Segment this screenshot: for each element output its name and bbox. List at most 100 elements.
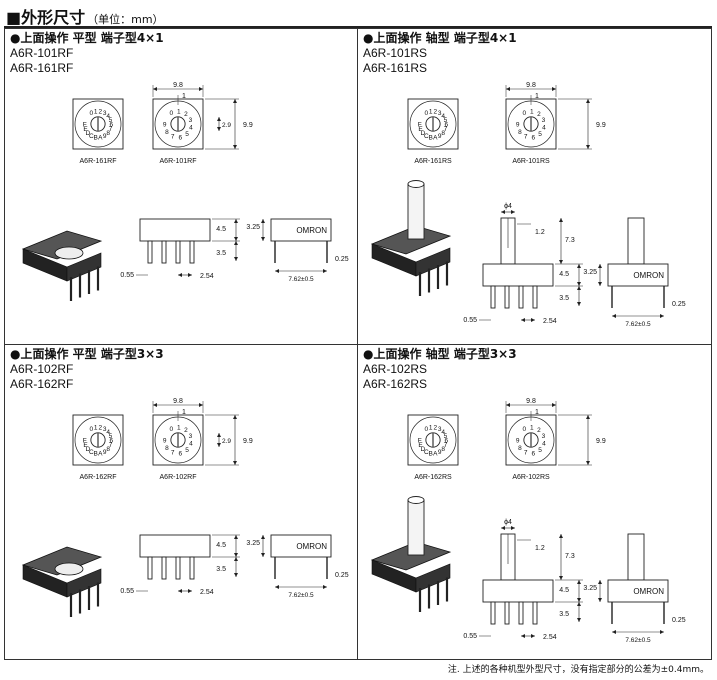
dim-pin-width: 0.55	[463, 633, 477, 640]
hex-dial-digit: E	[83, 126, 88, 133]
dec-dial-digit: 0	[170, 426, 174, 433]
hex-dial-digit: 5	[444, 433, 448, 440]
arrow-head	[521, 318, 535, 322]
hex-dial-digit: 5	[109, 433, 113, 440]
dec-dial-digit: 0	[523, 426, 527, 433]
dim-lead: 0.25	[335, 256, 349, 263]
panel-header: ●上面操作 平型 端子型3×3 A6R-102RF A6R-162RF	[10, 347, 164, 392]
shaft-top	[407, 180, 425, 188]
brand-logo: OMRON	[296, 542, 327, 551]
caption-161: A6R-161RS	[414, 158, 452, 165]
brand-logo: OMRON	[633, 271, 664, 280]
dec-dial-digit: 9	[516, 438, 520, 445]
caption-101: A6R-102RS	[512, 474, 550, 481]
dec-dial-digit: 7	[524, 450, 528, 457]
dim-height: 9.9	[596, 122, 606, 129]
dim-shaft-height: 7.3	[565, 553, 575, 560]
side-pin	[189, 240, 195, 264]
hex-dial-digit: 7	[109, 442, 113, 449]
dim-body-height: 4.5	[216, 226, 226, 233]
hex-dial-digit: 0	[90, 426, 94, 433]
dim-height: 9.9	[243, 438, 253, 445]
hex-dial-digit: 3	[103, 426, 107, 433]
dim-cut: 1.2	[535, 545, 545, 552]
end-view-body	[607, 263, 669, 287]
dec-dial-digit: 8	[518, 445, 522, 452]
dec-dial-digit: 5	[538, 131, 542, 138]
side-pin	[518, 285, 524, 309]
hex-dial-digit: 5	[444, 117, 448, 124]
dim-row-spacing: 7.62±0.5	[288, 276, 314, 283]
hex-dial-digit: C	[424, 449, 429, 456]
dim-pin-width: 0.55	[120, 588, 134, 595]
model-name: A6R-102RS	[363, 362, 428, 376]
panel-heading: ●上面操作 轴型 端子型4×1	[363, 31, 517, 45]
dim-lead: 0.25	[672, 301, 686, 308]
dim-width: 9.8	[173, 82, 183, 89]
side-pin	[532, 285, 538, 309]
hex-dial-digit: 8	[106, 446, 110, 453]
dec-dial-digit: 4	[542, 441, 546, 448]
hex-dial-digit: 1	[429, 108, 433, 115]
shaft-top	[407, 496, 425, 504]
hex-dial-digit: F	[83, 438, 87, 445]
dec-dial-digit: 0	[170, 110, 174, 117]
arrow-head	[577, 602, 581, 622]
dec-dial-digit: 2	[184, 427, 188, 434]
dec-dial-digit: 7	[171, 450, 175, 457]
dim-lead: 0.25	[335, 572, 349, 579]
dec-dial-digit: 5	[185, 131, 189, 138]
dec-dial-digit: 1	[177, 424, 181, 431]
hex-dial-digit: 9	[438, 133, 442, 140]
dec-dial-digit: 8	[518, 129, 522, 136]
dim-pin-width: 0.55	[463, 317, 477, 324]
arrow-head	[178, 273, 192, 277]
title-rule	[4, 26, 712, 28]
dim-width: 9.8	[173, 398, 183, 405]
side-pin	[490, 601, 496, 625]
dim-body-height: 4.5	[559, 271, 569, 278]
hex-dial-digit: A	[433, 135, 438, 142]
hex-dial-digit: 3	[438, 426, 442, 433]
panel-header: ●上面操作 轴型 端子型3×3 A6R-102RS A6R-162RS	[363, 347, 517, 392]
brand-logo: OMRON	[296, 226, 327, 235]
arrow-head	[234, 241, 238, 261]
dec-dial-digit: 6	[531, 451, 535, 458]
page-title: ■外形尺寸（单位：mm）	[6, 4, 164, 28]
caption-161: A6R-162RF	[80, 474, 117, 481]
dec-dial-digit: 7	[524, 134, 528, 141]
end-view-body	[270, 218, 332, 242]
hex-dial-digit: 8	[441, 446, 445, 453]
caption-101: A6R-102RF	[160, 474, 197, 481]
model-name: A6R-161RS	[363, 61, 428, 75]
arrow-head	[178, 589, 192, 593]
hex-dial-digit: 6	[109, 438, 113, 445]
end-view-body	[607, 579, 669, 603]
side-pin	[504, 285, 510, 309]
dim-pointer: 1	[535, 409, 539, 416]
dim-cut: 1.2	[535, 229, 545, 236]
body-top-face	[370, 225, 452, 255]
caption-101: A6R-101RF	[160, 158, 197, 165]
dim-inner: 2.9	[222, 438, 231, 445]
hex-dial-digit: 2	[433, 424, 437, 431]
model-name: A6R-162RF	[10, 377, 74, 391]
hex-dial-digit: 4	[441, 113, 445, 120]
side-pin	[175, 556, 181, 580]
hex-dial-digit: 3	[103, 110, 107, 117]
dec-dial-digit: 5	[538, 447, 542, 454]
caption-161: A6R-162RS	[414, 474, 452, 481]
dim-standoff: 3.25	[246, 540, 260, 547]
side-pin	[161, 556, 167, 580]
side-body	[139, 534, 211, 558]
hex-dial-digit: 8	[441, 130, 445, 137]
dim-height: 9.9	[596, 438, 606, 445]
dim-lead: 0.25	[672, 617, 686, 624]
arrow-head	[501, 210, 515, 214]
dec-dial-digit: 2	[537, 427, 541, 434]
hex-dial-digit: 6	[109, 122, 113, 129]
